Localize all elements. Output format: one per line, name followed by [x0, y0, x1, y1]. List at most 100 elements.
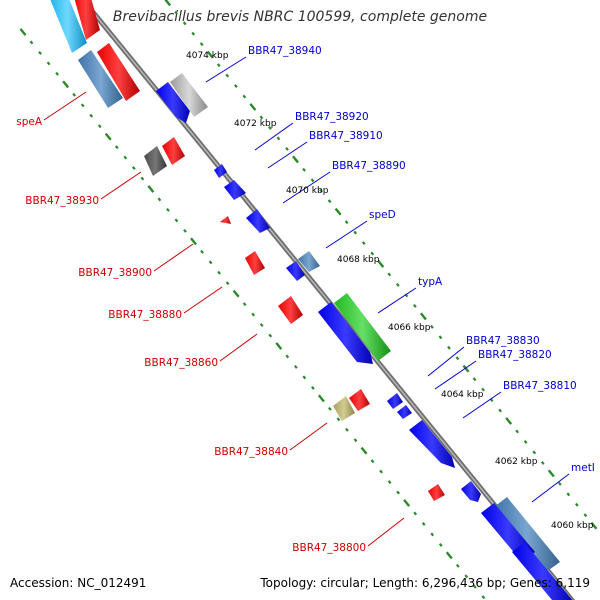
feature-red-38900[interactable]	[220, 216, 231, 224]
gene-label[interactable]: metI	[571, 462, 595, 474]
tick-mark	[311, 385, 315, 390]
gene-label[interactable]: speA	[16, 116, 43, 128]
gene-label-leader	[531, 473, 570, 503]
feature-steel-top[interactable]	[78, 50, 123, 108]
gene-label[interactable]: BBR47_38810	[503, 380, 577, 392]
feature-blue-38830[interactable]	[387, 393, 403, 409]
tick-mark	[55, 71, 59, 76]
feature-blue-38910[interactable]	[224, 180, 246, 200]
tick-mark	[285, 354, 290, 359]
tick-mark	[419, 312, 427, 321]
gene-label[interactable]: BBR47_38940	[248, 45, 322, 57]
tick-mark	[62, 80, 70, 89]
gene-label[interactable]: speD	[369, 209, 396, 221]
gene-label[interactable]: typA	[418, 276, 443, 288]
feature-red-38930[interactable]	[162, 137, 185, 165]
feature-red-38840[interactable]	[349, 389, 370, 411]
tick-mark	[403, 499, 411, 507]
tick-mark	[164, 0, 172, 7]
tick-mark	[532, 450, 537, 455]
scale-label: 4072 kbp	[234, 119, 277, 129]
tick-mark	[302, 375, 307, 380]
tick-mark	[361, 241, 366, 246]
gene-label[interactable]: BBR47_38820	[478, 349, 552, 361]
feature-red-top[interactable]	[72, 0, 100, 40]
feature-blue-38940[interactable]	[156, 82, 190, 123]
feature-red-38800[interactable]	[428, 484, 445, 501]
tick-mark	[447, 345, 451, 350]
gene-label-leader	[267, 141, 308, 169]
feature-steel-speD[interactable]	[298, 251, 320, 272]
gene-label[interactable]: BBR47_38920	[295, 111, 369, 123]
tick-mark	[566, 492, 571, 497]
tick-mark	[515, 429, 520, 434]
feature-olive-38840[interactable]	[333, 396, 355, 421]
feature-gray-38940[interactable]	[170, 73, 208, 117]
tick-mark	[523, 440, 528, 444]
tick-mark	[345, 427, 349, 432]
gene-label[interactable]: BBR47_38890	[332, 160, 406, 172]
tick-mark	[46, 61, 51, 66]
gene-label-leader	[282, 171, 331, 204]
gene-label[interactable]: BBR47_38860	[144, 357, 218, 369]
tick-mark	[97, 124, 102, 129]
feature-red-38880[interactable]	[245, 251, 265, 275]
tick-mark	[182, 21, 187, 26]
feature-blue-38810[interactable]	[409, 420, 455, 468]
tick-mark	[430, 324, 434, 329]
tick-mark	[353, 230, 358, 235]
tick-mark	[481, 387, 485, 392]
gene-label[interactable]: BBR47_38910	[309, 130, 383, 142]
scale-label: 4074 kbp	[186, 51, 229, 61]
feature-blue-38890[interactable]	[246, 209, 270, 233]
gene-label-leader	[377, 287, 417, 314]
tick-mark	[225, 281, 230, 286]
gene-label[interactable]: BBR47_38840	[214, 446, 288, 458]
gene-label[interactable]: BBR47_38880	[108, 309, 182, 321]
feature-dark-38930[interactable]	[144, 146, 167, 176]
feature-green-typA[interactable]	[334, 293, 391, 361]
feature-blue-lower-b[interactable]	[512, 542, 574, 600]
gene-label[interactable]: BBR47_38830	[466, 335, 540, 347]
gene-label[interactable]: BBR47_38930	[25, 195, 99, 207]
tick-mark	[292, 155, 299, 164]
tick-mark	[166, 208, 170, 212]
feature-cyan[interactable]	[48, 0, 87, 53]
gene-label[interactable]: BBR47_38900	[78, 267, 152, 279]
gene-label[interactable]: BBR47_38800	[292, 542, 366, 554]
scale-label: 4064 kbp	[441, 390, 484, 400]
tick-mark	[72, 92, 77, 97]
feature-blue-typA[interactable]	[318, 302, 373, 364]
tick-mark	[370, 251, 375, 256]
tick-mark	[464, 574, 469, 579]
feature-red-38860[interactable]	[278, 296, 303, 324]
feature-blue-38820[interactable]	[397, 405, 412, 419]
tick-mark	[421, 522, 426, 526]
tick-mark	[174, 10, 179, 15]
tick-mark	[259, 323, 264, 328]
tick-mark	[505, 417, 513, 425]
tick-mark	[19, 28, 27, 36]
tick-mark	[590, 521, 598, 530]
tick-mark	[80, 103, 85, 108]
tick-mark	[379, 469, 383, 474]
feature-blue-38920[interactable]	[214, 164, 227, 178]
tick-mark	[199, 42, 204, 47]
feature-red-speA[interactable]	[97, 43, 140, 101]
feature-blue-speD-a[interactable]	[286, 261, 305, 281]
gene-label-leader	[43, 91, 87, 121]
tick-mark	[104, 132, 112, 141]
gene-label-leader	[100, 171, 142, 200]
gene-label-leader	[219, 333, 258, 362]
tick-mark	[583, 513, 588, 518]
gene-label-leader	[153, 243, 194, 272]
tick-mark	[242, 94, 247, 99]
tick-mark	[190, 237, 197, 246]
tick-mark	[472, 377, 477, 382]
feature-steel-metI[interactable]	[494, 497, 560, 572]
feature-blue-metI[interactable]	[461, 481, 481, 502]
tick-mark	[396, 490, 400, 495]
gene-label-leader	[205, 56, 247, 83]
